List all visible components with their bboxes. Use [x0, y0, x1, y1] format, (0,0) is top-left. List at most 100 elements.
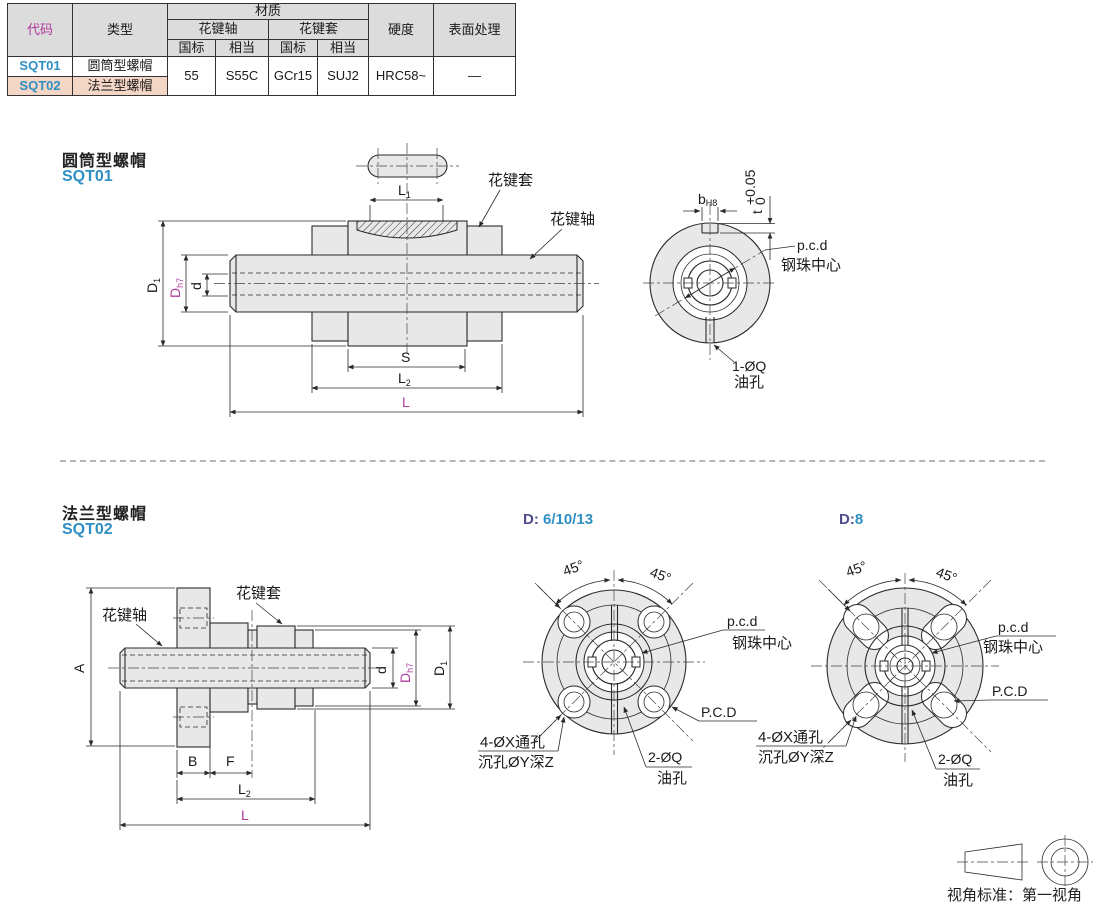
header-material: 材质 [167, 3, 369, 20]
leader-spline-sleeve: 花键套 [478, 172, 533, 228]
angle-label-left: 45° [844, 558, 869, 580]
dim-label-Dh7: Dh7 [397, 663, 415, 683]
label-pcd-small: p.c.d [727, 613, 757, 629]
header-code: 代码 [7, 3, 73, 57]
header-spline-sleeve: 花键套 [268, 19, 369, 40]
leader-four-holes: 4-ØX通孔 沉孔ØY深Z [756, 715, 857, 766]
leader-oil-holes: 2-ØQ 油孔 [911, 709, 980, 789]
value-shaft-gb: 55 [167, 56, 216, 96]
row-code-sqt02: SQT02 [7, 76, 73, 96]
dim-label-d: d [373, 666, 389, 674]
row-type-sqt02: 法兰型螺帽 [72, 76, 168, 96]
label-oil-hole: 油孔 [734, 374, 764, 391]
dim-label-L2: L2 [238, 781, 251, 799]
label-pcd-big: P.C.D [992, 683, 1028, 699]
label-two-oil: 2-ØQ [648, 749, 682, 765]
dim-Dh7: Dh7 [315, 629, 421, 707]
dim-label-b: bH8 [698, 191, 717, 208]
dim-L2: L2 [311, 344, 503, 393]
header-type: 类型 [72, 3, 168, 57]
label-ball-center: 钢珠中心 [983, 639, 1043, 656]
dim-label-L: L [402, 394, 410, 410]
keyway-slots [901, 608, 909, 744]
spline-shaft-outline [214, 254, 599, 313]
dim-label-A: A [71, 663, 87, 673]
leader-spline-sleeve: 花键套 [236, 585, 283, 625]
leader-spline-shaft: 花键轴 [529, 211, 595, 260]
dim-label-d: d [188, 282, 204, 290]
section1-code: SQT01 [62, 168, 113, 185]
header-spline-shaft: 花键轴 [167, 19, 269, 40]
label-oil-hole: 油孔 [657, 770, 687, 787]
dim-label-t: t +0.05 0 [742, 169, 768, 214]
header-gb-shaft: 国标 [167, 39, 216, 57]
section-divider [60, 460, 1045, 462]
sqt02-end-view-2: 45° 45° p.c.d 钢珠中心 P.C.D 4-ØX通孔 沉孔ØY深Z 2… [756, 558, 1056, 789]
label-counterbore: 沉孔ØY深Z [758, 749, 834, 766]
angle-label-left: 45° [561, 557, 586, 579]
label-spline-shaft: 花键轴 [102, 607, 147, 624]
dim-L1: L1 [369, 182, 444, 221]
svg-text:+0.05: +0.05 [742, 169, 758, 205]
dim-label-L1: L1 [398, 182, 411, 200]
sqt01-end-view: bH8 t +0.05 0 p.c.d 钢珠中心 1-ØQ 油孔 [643, 169, 841, 391]
leader-pcd: p.c.d 钢珠中心 [641, 613, 792, 654]
dim-F: F [209, 753, 253, 776]
label-ball-center: 钢珠中心 [781, 257, 841, 274]
dim-S: S [347, 349, 466, 372]
leader-pcd: p.c.d 钢珠中心 [931, 619, 1056, 656]
leader-pcd-big: P.C.D [671, 704, 757, 722]
dim-Dh7: Dh7 [167, 254, 228, 313]
value-hardness: HRC58~ [368, 56, 434, 96]
leader-four-holes: 4-ØX通孔 沉孔ØY深Z [478, 716, 566, 771]
svg-text:t: t [749, 210, 765, 214]
dim-d: d [188, 273, 228, 297]
value-sleeve-equiv: SUJ2 [317, 56, 369, 96]
header-equiv-shaft: 相当 [215, 39, 269, 57]
oil-hole-slot [705, 317, 715, 343]
dim-label-S: S [401, 349, 410, 365]
view-standard-note: 视角标准：第一视角 [947, 887, 1083, 904]
dim-A: A [71, 587, 175, 747]
dim-label-D1: D1 [431, 661, 449, 676]
svg-text:0: 0 [752, 197, 768, 205]
dim-D1: D1 [297, 625, 455, 710]
label-counterbore: 沉孔ØY深Z [478, 754, 554, 771]
section2-title: 法兰型螺帽 [62, 506, 148, 523]
dim-label-L2: L2 [398, 370, 411, 388]
angle-label-right: 45° [934, 564, 959, 586]
view2-title: D:8 [839, 511, 864, 528]
label-pcd-big: P.C.D [701, 704, 737, 720]
dim-45deg: 45° 45° [844, 558, 967, 606]
dim-t: t +0.05 0 [719, 169, 775, 260]
dim-L2: L2 [176, 710, 316, 804]
keyway-top-view [356, 148, 459, 184]
row-type-sqt01: 圆筒型螺帽 [72, 56, 168, 77]
cone-symbol-icon [957, 843, 1030, 881]
dim-label-L: L [241, 807, 249, 823]
leader-pcd: p.c.d 钢珠中心 [764, 237, 841, 274]
label-oil-hole: 油孔 [943, 772, 973, 789]
header-hardness: 硬度 [368, 3, 434, 57]
label-pcd-small: p.c.d [797, 237, 827, 253]
label-four-holes: 4-ØX通孔 [480, 734, 545, 751]
label-one-oil: 1-ØQ [732, 358, 766, 374]
label-pcd-small: p.c.d [998, 619, 1028, 635]
dim-label-D1: D1 [144, 278, 162, 293]
label-spline-sleeve: 花键套 [488, 172, 533, 189]
leader-pcd-big: P.C.D [953, 683, 1048, 704]
dim-d: d [372, 647, 398, 689]
projection-symbols [957, 835, 1093, 889]
dim-b: bH8 [683, 191, 737, 221]
keyway-slots [610, 605, 619, 734]
spec-table: 代码 类型 材质 硬度 表面处理 花键轴 花键套 国标 相当 国标 相当 SQT… [7, 3, 516, 96]
leader-oil-hole: 1-ØQ 油孔 [713, 344, 766, 391]
label-two-oil: 2-ØQ [938, 751, 972, 767]
dim-B: B [176, 715, 211, 778]
angle-label-right: 45° [648, 564, 673, 586]
circles-symbol-icon [1037, 835, 1093, 889]
dim-45deg: 45° 45° [555, 557, 673, 605]
label-four-holes: 4-ØX通孔 [758, 729, 823, 746]
header-gb-sleeve: 国标 [268, 39, 318, 57]
